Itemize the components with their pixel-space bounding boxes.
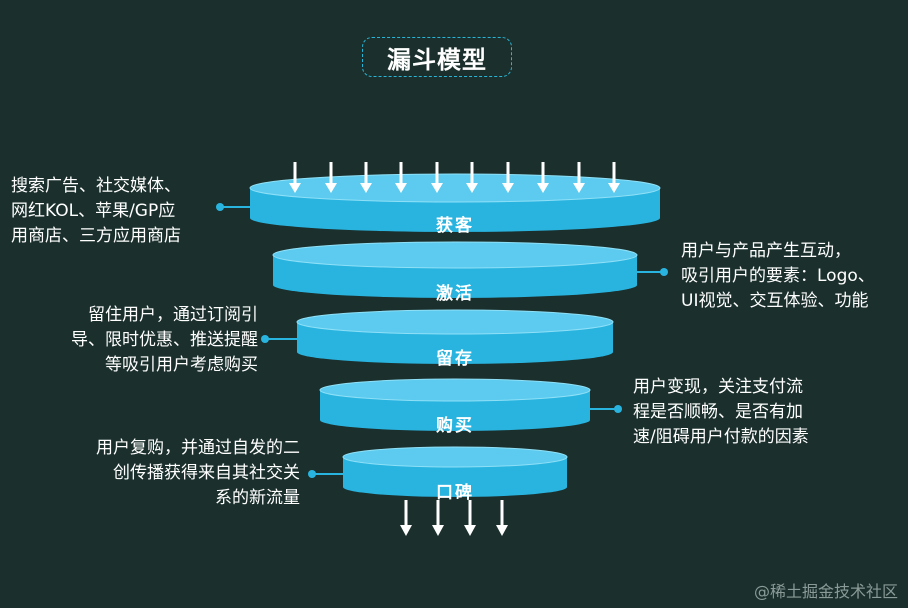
funnel-layer-acquisition — [249, 173, 661, 232]
funnel-layer-word-of-mouth — [342, 446, 568, 497]
description-line: 创传播获得来自其社交关 — [113, 463, 300, 483]
down-arrow-icon — [466, 162, 478, 193]
connector-retention — [261, 335, 298, 343]
watermark: @稀土掘金技术社区 — [753, 582, 898, 601]
stage-description-purchase: 用户变现，关注支付流 程是否顺畅、是否有加 速/阻碍用户付款的因素 — [633, 375, 809, 450]
connector-dot — [216, 203, 224, 211]
stage-description-word-of-mouth: 用户复购，并通过自发的二 创传播获得来自其社交关 系的新流量 — [96, 436, 300, 511]
funnel-layer-side — [343, 457, 567, 497]
stage-label-word-of-mouth: 口碑 — [436, 483, 474, 503]
funnel-layer-retention — [296, 309, 614, 364]
stage-label-acquisition: 获客 — [436, 216, 474, 236]
stage-label-retention: 留存 — [436, 349, 474, 369]
description-line: 用户与产品产生互动， — [681, 241, 851, 261]
description-line: 导、限时优惠、推送提醒 — [71, 330, 258, 350]
down-arrow-icon — [289, 162, 301, 193]
funnel-layer-top — [272, 241, 638, 269]
connector-word-of-mouth — [308, 470, 343, 478]
connector-dot — [660, 268, 668, 276]
down-arrow-icon — [537, 162, 549, 193]
connector-purchase — [589, 405, 622, 413]
description-line: 网红KOL、苹果/GP应 — [11, 201, 176, 221]
down-arrow-icon — [432, 500, 444, 536]
funnel-layer-top — [319, 378, 591, 402]
description-line: 用户复购，并通过自发的二 — [96, 438, 300, 458]
down-arrow-icon — [502, 162, 514, 193]
connector-dot — [261, 335, 269, 343]
stage-label-activation: 激活 — [436, 284, 474, 304]
connector-dot — [614, 405, 622, 413]
funnel-layer-activation — [272, 241, 638, 298]
down-arrow-icon — [431, 162, 443, 193]
down-arrow-icon — [496, 500, 508, 536]
down-arrow-icon — [608, 162, 620, 193]
stage-description-activation: 用户与产品产生互动， 吸引用户的要素：Logo、 UI视觉、交互体验、功能 — [681, 239, 875, 314]
funnel-layer-top — [296, 309, 614, 335]
description-line: 搜索广告、社交媒体、 — [11, 176, 181, 196]
description-line: 速/阻碍用户付款的因素 — [633, 427, 809, 447]
connector-dot — [308, 470, 316, 478]
stage-description-retention: 留住用户，通过订阅引 导、限时优惠、推送提醒 等吸引用户考虑购买 — [71, 303, 258, 378]
funnel-layer-top — [342, 446, 568, 468]
description-line: 系的新流量 — [215, 488, 300, 508]
description-line: 吸引用户的要素：Logo、 — [681, 266, 875, 286]
description-line: 等吸引用户考虑购买 — [105, 355, 258, 375]
connector-acquisition — [216, 203, 251, 211]
description-line: 用户变现，关注支付流 — [633, 377, 803, 397]
stage-label-purchase: 购买 — [436, 416, 474, 436]
page-title: 漏斗模型 — [362, 37, 512, 77]
down-arrow-icon — [395, 162, 407, 193]
funnel-layer-top — [249, 173, 661, 203]
description-line: 程是否顺畅、是否有加 — [633, 402, 803, 422]
down-arrow-icon — [400, 500, 412, 536]
description-line: 留住用户，通过订阅引 — [88, 305, 258, 325]
down-arrow-icon — [325, 162, 337, 193]
stage-description-acquisition: 搜索广告、社交媒体、 网红KOL、苹果/GP应 用商店、三方应用商店 — [11, 174, 181, 249]
description-line: UI视觉、交互体验、功能 — [681, 291, 869, 311]
connector-activation — [636, 268, 668, 276]
funnel-layer-side — [320, 390, 590, 431]
down-arrow-icon — [573, 162, 585, 193]
down-arrow-icon — [464, 500, 476, 536]
description-line: 用商店、三方应用商店 — [11, 226, 181, 246]
down-arrow-icon — [360, 162, 372, 193]
funnel-layer-purchase — [319, 378, 591, 431]
